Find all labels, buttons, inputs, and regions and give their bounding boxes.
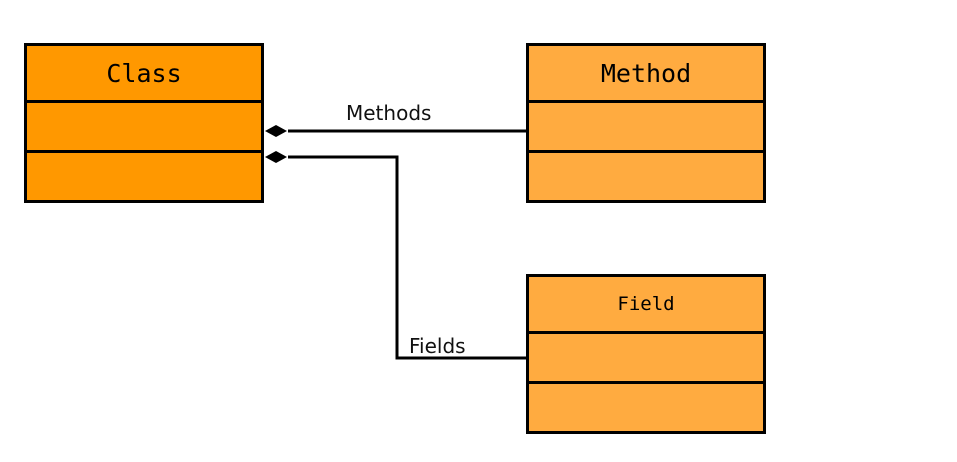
method-attributes-compartment xyxy=(529,103,763,153)
class-name: Class xyxy=(27,46,261,103)
field-node[interactable]: Field xyxy=(526,274,766,434)
methods-composition-diamond-icon xyxy=(265,125,287,137)
class-node[interactable]: Class xyxy=(24,43,264,203)
fields-label: Fields xyxy=(409,334,466,358)
fields-connector xyxy=(288,155,526,360)
fields-relation[interactable]: Fields xyxy=(265,151,526,360)
method-node[interactable]: Method xyxy=(526,43,766,203)
fields-composition-diamond-icon xyxy=(265,151,287,163)
method-name: Method xyxy=(529,46,763,103)
class-attributes-compartment xyxy=(27,103,261,153)
field-name: Field xyxy=(529,277,763,334)
field-attributes-compartment xyxy=(529,334,763,384)
methods-relation[interactable]: Methods xyxy=(265,101,526,137)
methods-label: Methods xyxy=(346,101,431,125)
